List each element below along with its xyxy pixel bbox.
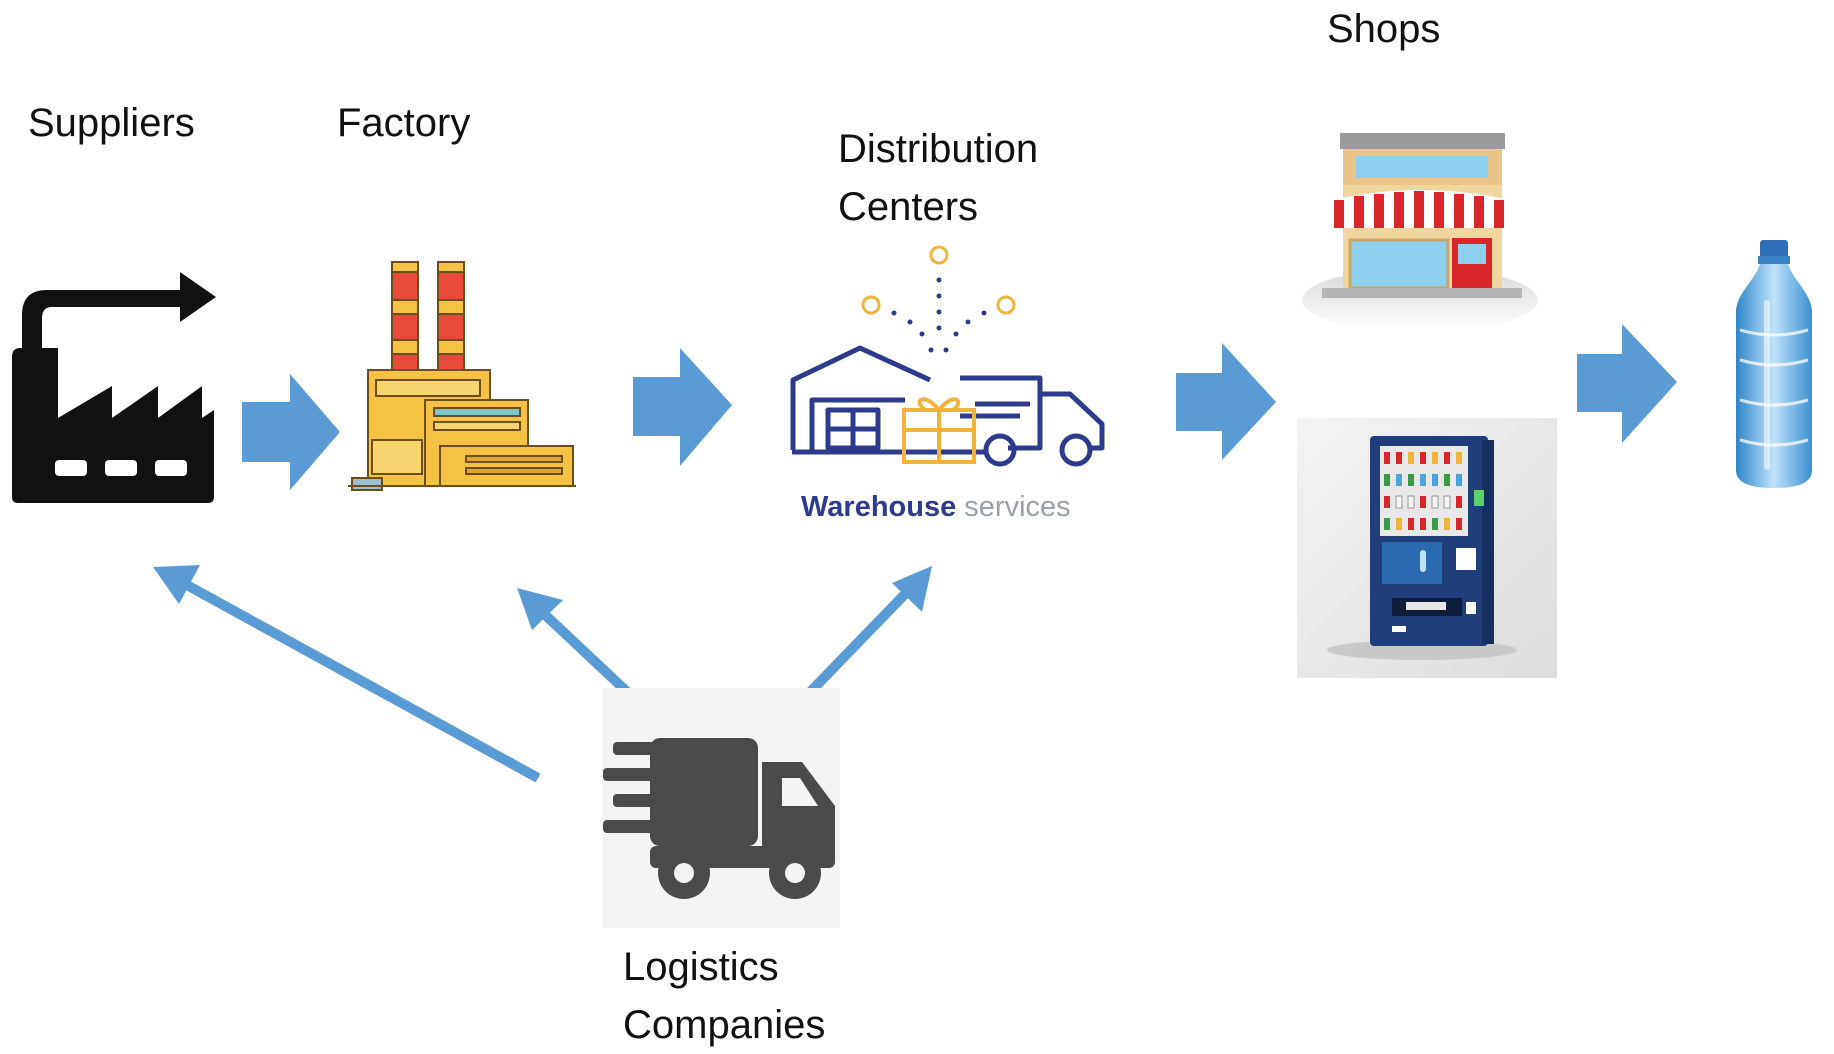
distribution-centers-line1: Distribution xyxy=(838,127,1039,171)
flow-arrow-suppliers-factory xyxy=(242,374,340,490)
supplier-factory-icon xyxy=(12,272,216,503)
vending-machine-icon xyxy=(1297,418,1557,678)
logistics-companies-line2: Companies xyxy=(623,1003,826,1047)
warehouse-logo-word1: Warehouse xyxy=(801,491,956,523)
water-bottle-icon xyxy=(1736,240,1812,488)
logistics-companies-label: Logistics Companies xyxy=(623,938,825,1054)
flow-arrow-distribution-shops xyxy=(1176,343,1276,460)
shops-label: Shops xyxy=(1327,7,1441,51)
factory-label: Factory xyxy=(337,101,471,145)
warehouse-logo-word2: services xyxy=(956,491,1070,523)
delivery-truck-icon xyxy=(602,688,840,928)
factory-icon xyxy=(348,261,576,491)
flow-arrow-shops-consumer xyxy=(1577,324,1677,443)
logistics-companies-line1: Logistics xyxy=(623,945,779,989)
shop-icon xyxy=(1302,133,1538,332)
distribution-centers-label: Distribution Centers xyxy=(838,120,1038,236)
support-arrow-to-suppliers xyxy=(153,565,541,783)
suppliers-label: Suppliers xyxy=(28,101,195,145)
support-arrow-to-factory xyxy=(517,588,644,708)
distribution-centers-line2: Centers xyxy=(838,185,979,229)
warehouse-services-icon: Warehouse services xyxy=(790,245,1105,523)
warehouse-logo-text: Warehouse services xyxy=(801,491,1071,523)
flow-arrow-factory-distribution xyxy=(633,348,732,466)
